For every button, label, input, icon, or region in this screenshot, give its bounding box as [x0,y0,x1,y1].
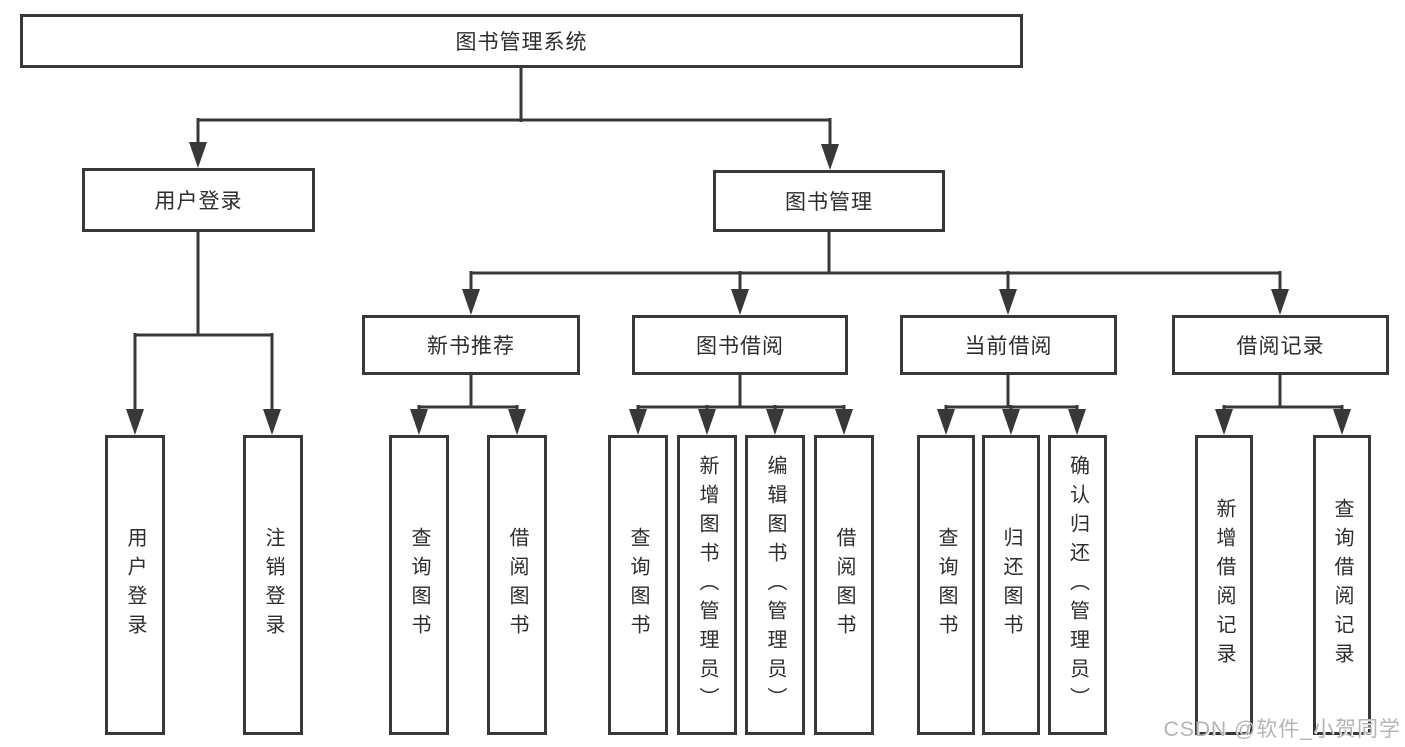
node-label: 图书管理系统 [455,31,588,54]
node-label: 图书借阅 [696,335,784,358]
arrow-down-icon [1333,409,1351,435]
node-new-book-recommend: 新书推荐 [362,315,580,375]
csdn-watermark: CSDN @软件_小贺同学 [1163,718,1401,741]
leaf-label: 借阅图书 [833,527,855,643]
leaf-label: 借阅图书 [506,527,528,643]
node-label: 用户登录 [154,190,243,213]
leaf-nb-borrow-books: 借阅图书 [487,435,547,735]
arrow-down-icon [508,409,526,435]
node-label: 借阅记录 [1236,335,1325,358]
leaf-cb-query-books: 查询图书 [917,435,975,735]
leaf-label: 归还图书 [1000,527,1022,643]
arrow-down-icon [629,409,647,435]
leaf-bb-add-books-admin: 新增图书（管理员） [677,435,737,735]
arrow-down-icon [1215,409,1233,435]
node-label: 图书管理 [785,191,873,214]
leaf-nb-query-books: 查询图书 [389,435,449,735]
leaf-bb-query-books: 查询图书 [608,435,668,735]
node-book-borrow: 图书借阅 [632,315,848,375]
arrow-down-icon [821,144,839,170]
node-user-login: 用户登录 [82,168,315,232]
arrow-down-icon [835,409,853,435]
arrowheads [126,142,1351,435]
arrow-down-icon [937,409,955,435]
node-book-management: 图书管理 [713,170,945,232]
leaf-cb-return-books: 归还图书 [982,435,1040,735]
leaf-user-login: 用户登录 [105,435,165,735]
arrow-down-icon [999,289,1017,315]
leaf-label: 确认归还（管理员） [1066,454,1089,716]
leaf-br-add-borrow-record: 新增借阅记录 [1195,435,1253,735]
arrow-down-icon [410,409,428,435]
arrow-down-icon [766,409,784,435]
arrow-down-icon [189,142,207,168]
node-root-system: 图书管理系统 [20,14,1023,68]
leaf-bb-borrow-books: 借阅图书 [814,435,874,735]
node-borrow-records: 借阅记录 [1172,315,1389,375]
leaf-label: 编辑图书（管理员） [764,454,786,716]
leaf-br-query-borrow-record: 查询借阅记录 [1313,435,1371,735]
node-label: 当前借阅 [964,335,1053,358]
leaf-label: 查询图书 [408,527,430,643]
arrow-down-icon [1002,409,1020,435]
arrow-down-icon [731,289,749,315]
leaf-label: 查询图书 [935,527,957,643]
leaf-cb-confirm-return-admin: 确认归还（管理员） [1048,435,1107,735]
arrow-down-icon [126,409,144,435]
arrow-down-icon [1271,289,1289,315]
node-label: 新书推荐 [427,335,515,358]
leaf-logout: 注销登录 [243,435,303,735]
leaf-label: 新增图书（管理员） [696,454,718,716]
arrow-down-icon [698,409,716,435]
leaf-label: 注销登录 [262,527,284,643]
arrow-down-icon [263,409,281,435]
arrow-down-icon [462,289,480,315]
leaf-label: 新增借阅记录 [1213,498,1235,672]
leaf-label: 查询图书 [627,527,649,643]
arrow-down-icon [1068,409,1086,435]
leaf-label: 查询借阅记录 [1331,498,1353,672]
connector-lines [133,68,1344,411]
leaf-label: 用户登录 [124,527,146,643]
node-current-borrow: 当前借阅 [900,315,1117,375]
leaf-bb-edit-books-admin: 编辑图书（管理员） [745,435,805,735]
